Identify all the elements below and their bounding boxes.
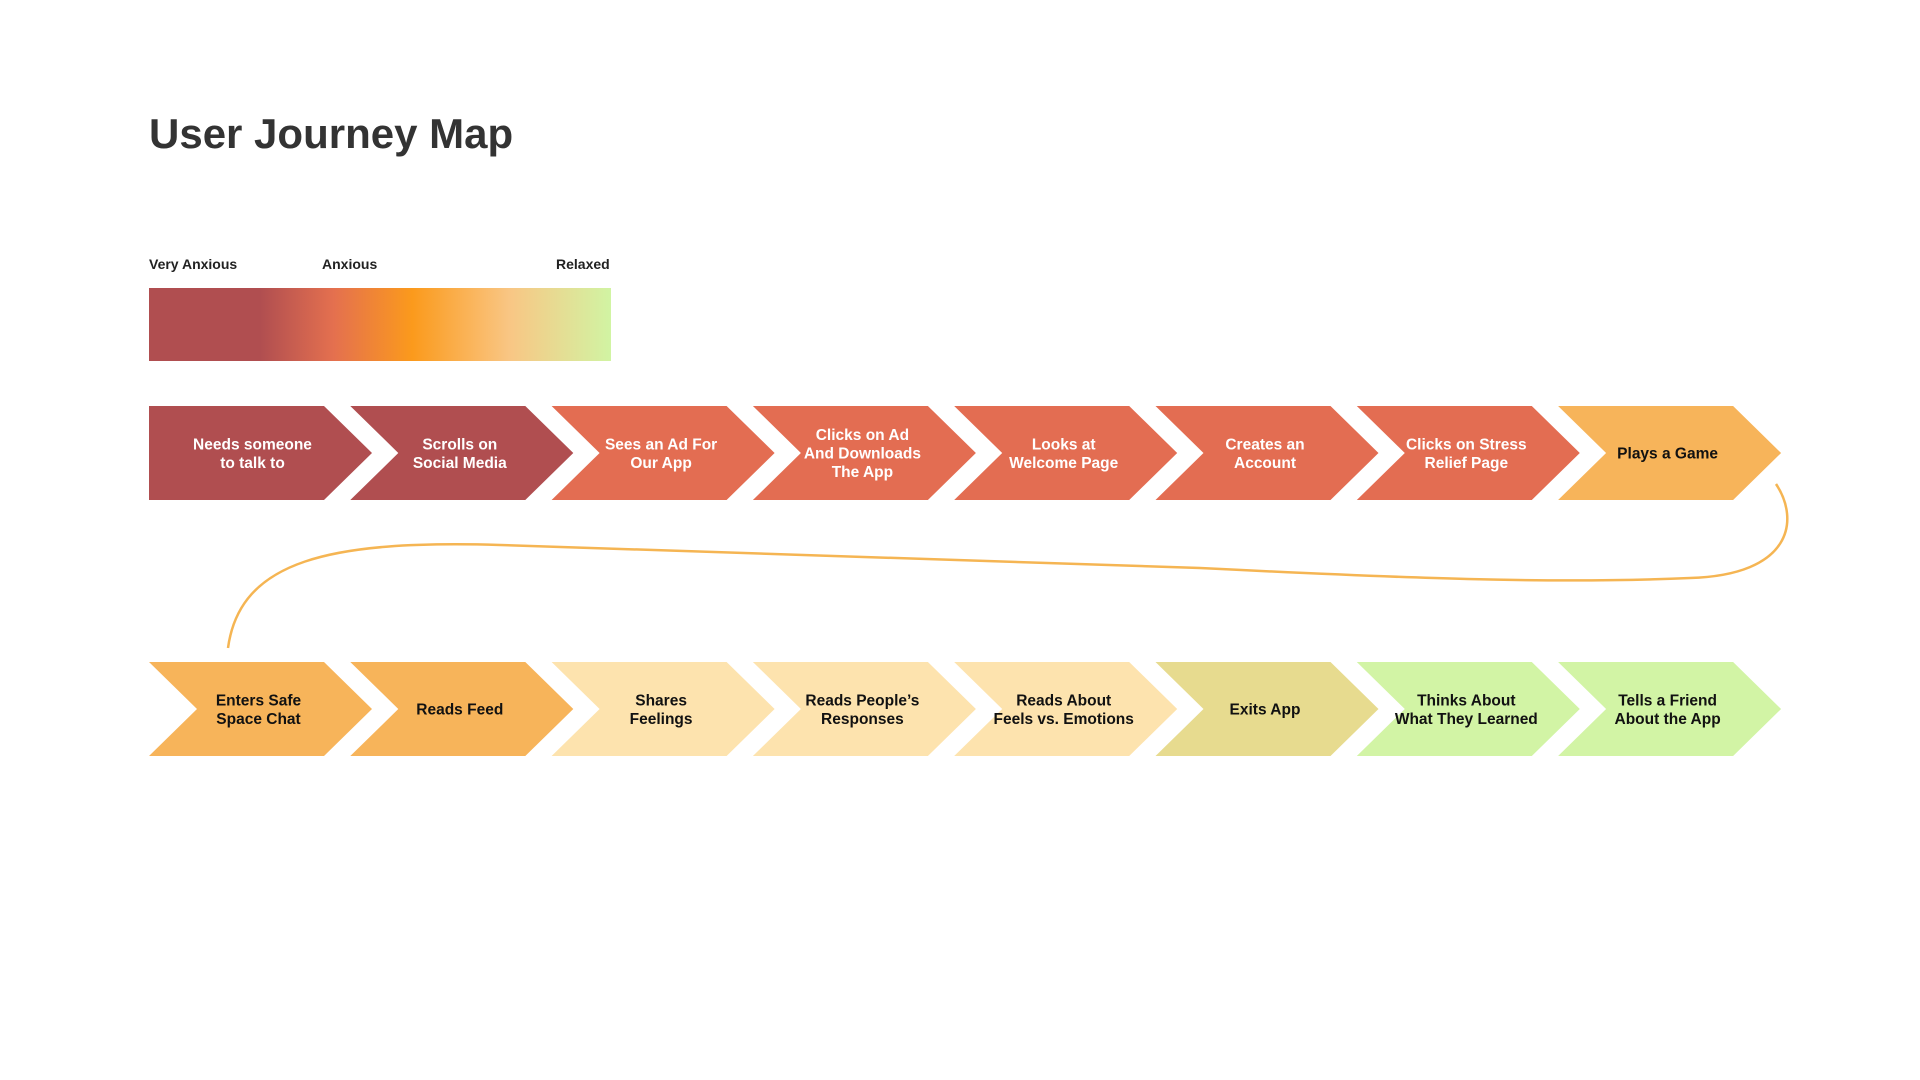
row-connector-curve bbox=[226, 483, 1789, 649]
anxiety-gradient-bar bbox=[149, 288, 611, 361]
journey-step-label-line: Account bbox=[1234, 455, 1296, 472]
journey-step-label-line: Scrolls on bbox=[422, 436, 497, 453]
journey-step-label-line: Clicks on Stress bbox=[1406, 436, 1527, 453]
journey-step-shape bbox=[551, 406, 775, 500]
journey-step-label-line: Tells a Friend bbox=[1618, 692, 1717, 709]
journey-step-label-line: to talk to bbox=[220, 455, 285, 472]
journey-step-label-line: Reads Feed bbox=[416, 702, 503, 719]
journey-step-label: Needs someone to talk to bbox=[193, 436, 312, 472]
journey-step-label-line: Feelings bbox=[630, 711, 693, 728]
journey-step-label-line: Space Chat bbox=[216, 711, 300, 728]
journey-step-label-line: Enters Safe bbox=[216, 692, 302, 709]
journey-step-shape bbox=[954, 406, 1178, 500]
journey-step-shape bbox=[752, 662, 976, 756]
journey-step-label-line: Relief Page bbox=[1425, 455, 1509, 472]
journey-step-label-line: Sees an Ad For bbox=[605, 436, 717, 453]
journey-step-label-line: Our App bbox=[630, 455, 691, 472]
journey-step-shape bbox=[752, 406, 976, 500]
journey-step-label-line: Exits App bbox=[1230, 702, 1301, 719]
journey-step-shape bbox=[1558, 662, 1782, 756]
journey-step-label: Reads Feed bbox=[416, 702, 503, 719]
legend-label-anxious: Anxious bbox=[322, 256, 378, 272]
journey-step-label: Looks at Welcome Page bbox=[1009, 436, 1119, 472]
journey-step-label-line: Shares bbox=[635, 692, 687, 709]
page-title: User Journey Map bbox=[149, 110, 514, 157]
legend-label-relaxed: Relaxed bbox=[556, 256, 610, 272]
journey-step-shape bbox=[350, 662, 574, 756]
journey-step-label-line: About the App bbox=[1615, 711, 1721, 728]
journey-step-shape bbox=[1155, 406, 1379, 500]
journey-step-shape bbox=[350, 406, 574, 500]
journey-step-shape bbox=[1356, 406, 1580, 500]
journey-step-shape bbox=[551, 662, 775, 756]
journey-step-shape bbox=[149, 406, 372, 500]
journey-step-shape bbox=[1356, 662, 1580, 756]
journey-row-1: Needs someone to talk to Scrolls on Social … bbox=[149, 406, 1782, 500]
journey-step-label-line: Needs someone bbox=[193, 436, 312, 453]
journey-step-label: Plays a Game bbox=[1617, 446, 1718, 463]
journey-step-label: Creates an Account bbox=[1225, 436, 1304, 472]
journey-step-shape bbox=[1155, 662, 1379, 756]
journey-step-label-line: What They Learned bbox=[1395, 711, 1538, 728]
journey-step-label-line: Feels vs. Emotions bbox=[993, 711, 1133, 728]
journey-step-label-line: Plays a Game bbox=[1617, 446, 1718, 463]
journey-step-label: Scrolls on Social Media bbox=[413, 436, 507, 472]
journey-step-label: Exits App bbox=[1230, 702, 1301, 719]
journey-step-label-line: Responses bbox=[821, 711, 904, 728]
journey-step-label-line: Clicks on Ad bbox=[816, 427, 909, 444]
journey-step-label-line: Social Media bbox=[413, 455, 507, 472]
journey-step-shape bbox=[149, 662, 372, 756]
journey-step-label-line: Reads About bbox=[1016, 692, 1111, 709]
legend-label-very-anxious: Very Anxious bbox=[149, 256, 238, 272]
journey-step-shape bbox=[1558, 406, 1782, 500]
journey-step-shape bbox=[954, 662, 1178, 756]
journey-step-label-line: The App bbox=[832, 464, 893, 481]
journey-step-label-line: And Downloads bbox=[804, 446, 921, 463]
journey-step-label-line: Looks at bbox=[1032, 436, 1096, 453]
journey-step-label-line: Creates an bbox=[1225, 436, 1304, 453]
journey-step-label-line: Welcome Page bbox=[1009, 455, 1119, 472]
journey-step-label-line: Thinks About bbox=[1417, 692, 1515, 709]
journey-step-label-line: Reads People’s bbox=[805, 692, 919, 709]
